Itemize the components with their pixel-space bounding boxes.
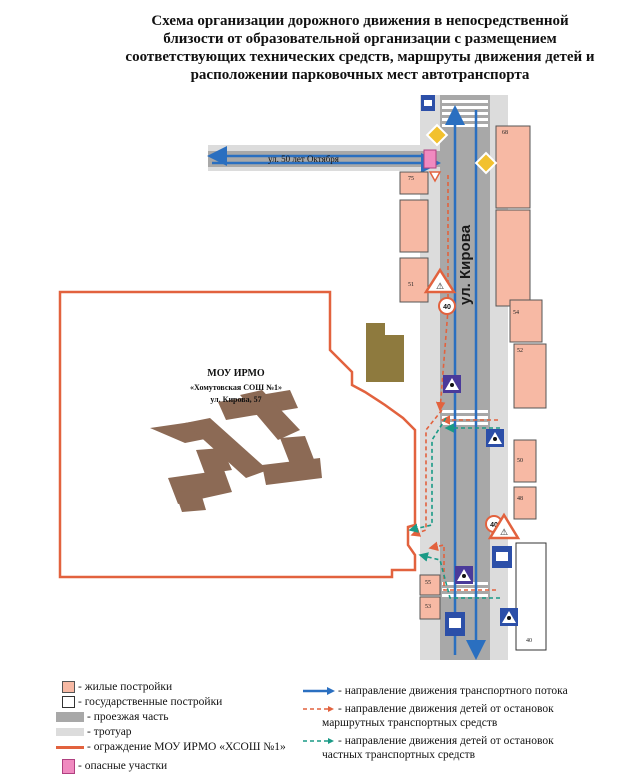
legend: - жилые постройки - государственные пост… [0, 675, 642, 783]
gov-building-40 [515, 542, 547, 651]
legend-gov: - государственные постройки [62, 696, 223, 709]
school-name: МОУ ИРМО [207, 368, 265, 379]
private-route-left [408, 417, 447, 533]
legend-traffic: - направление движения транспортного пот… [303, 685, 568, 697]
residential-building-52 [513, 343, 547, 409]
legend-danger-text: - опасные участки [78, 760, 168, 773]
speed-limit-value: 40 [443, 304, 451, 311]
residential-building-53 [419, 596, 441, 620]
title-line-2: близости от образовательной организации … [163, 31, 557, 47]
residential-building-48 [513, 486, 537, 520]
svg-text:⚠: ⚠ [500, 527, 508, 537]
crosswalk-top [442, 100, 488, 127]
residential-building-51 [399, 257, 429, 303]
legend-bus-route: - направление движения детей от останово… [303, 703, 554, 715]
house-number-55: 55 [425, 580, 431, 586]
legend-road: - проезжая часть [56, 711, 169, 723]
legend-private-route-line2: частных транспортных средств [322, 749, 476, 761]
sidewalk-horizontal-bottom [208, 165, 428, 171]
bus-route-swatch [303, 706, 334, 713]
road-swatch [56, 712, 84, 723]
pedestrian-crossing-icon [455, 566, 473, 584]
legend-fence: - ограждение МОУ ИРМО «ХСОШ №1» [56, 741, 286, 753]
private-route-swatch [303, 738, 334, 745]
legend-private-route: - направление движения детей от останово… [303, 735, 554, 747]
house-number-75: 75 [408, 176, 414, 182]
house-number-54: 54 [513, 310, 519, 316]
residential-building-68 [495, 125, 531, 209]
svg-text:⚠: ⚠ [436, 281, 444, 291]
legend-sidewalk: - тротуар [56, 726, 132, 738]
title-line-4: расположении парковочных мест автотрансп… [190, 67, 530, 83]
school-fence [58, 290, 417, 579]
gov-building-olive [366, 323, 404, 382]
residential-swatch [62, 681, 75, 694]
street-label-50-let-oktyabrya: ул. 50 лет Октября [268, 154, 339, 164]
residential-building-54 [509, 299, 543, 343]
priority-road-icon [474, 151, 498, 175]
house-number-68: 68 [502, 130, 508, 136]
pedestrian-crossing-icon [486, 429, 504, 447]
crosswalk-middle [442, 410, 488, 425]
house-number-40: 40 [526, 638, 532, 644]
school-address: ул. Кирова, 57 [210, 395, 261, 404]
residential-building-75 [399, 171, 429, 195]
house-number-52: 52 [517, 348, 523, 354]
traffic-scheme-map: ул. 50 лет Октября ул. Кирова 68 75 51 5… [58, 95, 547, 660]
residential-building-left-2 [399, 199, 429, 253]
title-line-3: соответствующих технических средств, мар… [125, 49, 595, 65]
house-number-51: 51 [408, 282, 414, 288]
title-line-1: Схема организации дорожного движения в н… [151, 13, 569, 29]
bus-stop-icon [492, 546, 512, 568]
school-building [150, 390, 322, 512]
house-number-48: 48 [517, 496, 523, 502]
private-route-crossing-bottom [418, 552, 500, 599]
fence-swatch [56, 745, 84, 749]
danger-zone-intersection [423, 149, 437, 169]
legend-bus-route-line2: маршрутных транспортных средств [322, 717, 498, 729]
legend-private-route-text-1: - направление движения детей от останово… [338, 735, 554, 747]
danger-swatch [62, 759, 75, 774]
legend-traffic-text: - направление движения транспортного пот… [338, 685, 568, 697]
bus-stop-icon [421, 95, 435, 111]
legend-residential-text: - жилые постройки [78, 681, 173, 693]
gov-swatch [62, 696, 75, 709]
residential-building-unnumbered [495, 209, 531, 307]
bus-route-left [410, 409, 443, 537]
map-title: Схема организации дорожного движения в н… [100, 12, 620, 84]
sidewalk-swatch [56, 728, 84, 737]
legend-residential: - жилые постройки [62, 681, 173, 694]
children-warning-icon: ⚠ [423, 267, 457, 294]
speed-limit-value-lower: 40 [490, 522, 498, 529]
yield-sign-icon [428, 171, 442, 183]
bus-stop-icon [445, 612, 465, 636]
children-warning-icon: ⚠ [487, 512, 521, 540]
legend-fence-text: - ограждение МОУ ИРМО «ХСОШ №1» [87, 741, 286, 753]
speed-limit-icon: 40 [438, 297, 456, 315]
sidewalk-horizontal-top [208, 145, 428, 153]
pedestrian-crossing-icon [500, 608, 518, 626]
legend-sidewalk-text: - тротуар [87, 726, 132, 738]
legend-bus-route-text-1: - направление движения детей от останово… [338, 703, 554, 715]
street-label-kirova: ул. Кирова [457, 224, 474, 305]
school-fullname: «Хомутовская СОШ №1» [190, 383, 282, 392]
legend-gov-text: - государственные постройки [78, 696, 223, 708]
house-number-53: 53 [425, 604, 431, 610]
residential-building-55 [419, 574, 441, 596]
legend-road-text: - проезжая часть [87, 711, 169, 723]
pedestrian-crossing-icon [443, 375, 461, 393]
priority-road-icon [425, 123, 449, 147]
traffic-arrow-swatch [303, 687, 335, 696]
legend-danger: - опасные участки [62, 759, 167, 774]
residential-building-50 [513, 439, 537, 483]
house-number-50: 50 [517, 458, 523, 464]
